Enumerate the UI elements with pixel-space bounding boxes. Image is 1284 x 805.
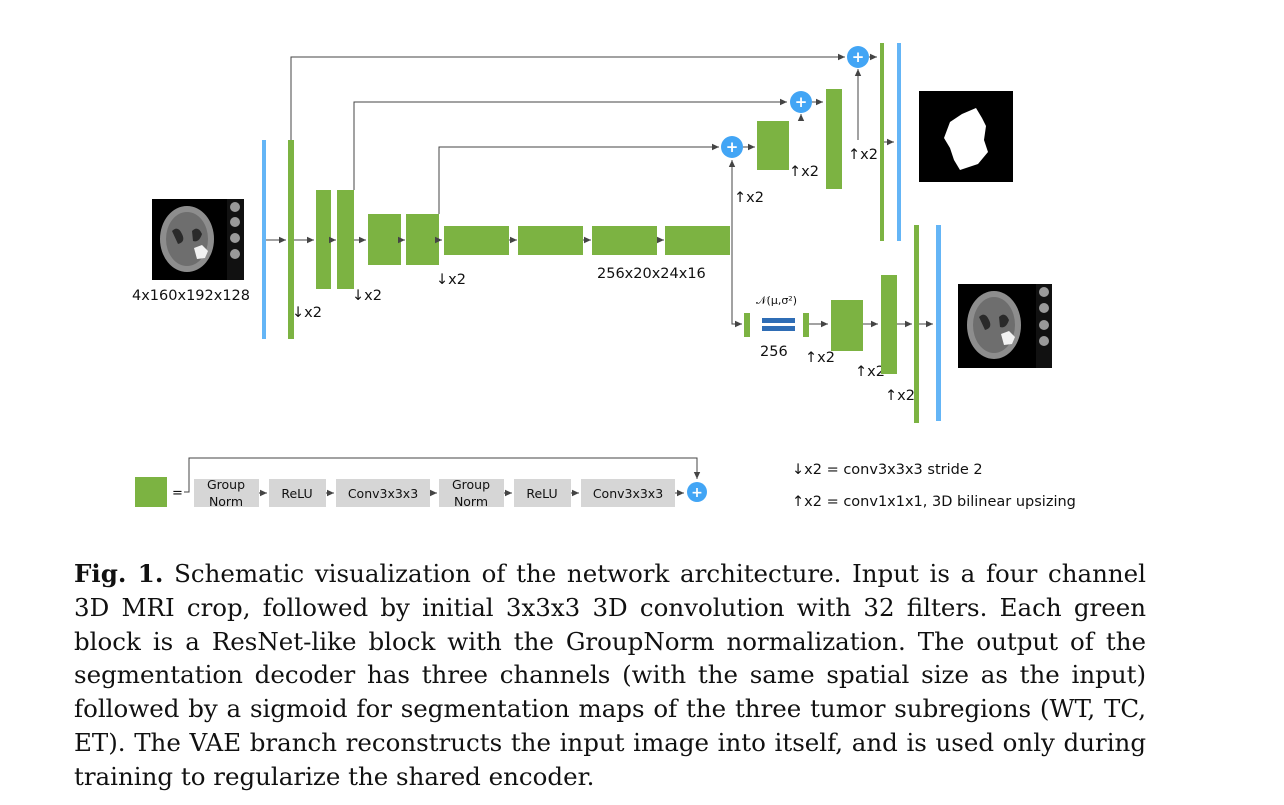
vae-block-5 bbox=[914, 225, 919, 423]
vae-block-1 bbox=[744, 313, 750, 337]
detail-relu-1-label: ReLU bbox=[281, 486, 312, 501]
vae-distribution-label: 𝒩(μ,σ²) bbox=[756, 294, 797, 307]
figure-caption: Fig. 1. Schematic visualization of the n… bbox=[74, 557, 1146, 794]
bottleneck-size-label: 256x20x24x16 bbox=[597, 266, 706, 282]
vae-block-4 bbox=[881, 275, 897, 374]
residual-connection bbox=[184, 457, 701, 493]
up-label-vae-3: ↑x2 bbox=[885, 388, 915, 404]
detail-groupnorm-2-label-2: Norm bbox=[454, 494, 488, 509]
architecture-diagram: 4x160x192x128 ↓x2 ↓x2 ↓x2 256x20x24x16 ↑… bbox=[132, 43, 1076, 510]
detail-relu-1-box bbox=[269, 479, 326, 507]
down-label-3: ↓x2 bbox=[436, 272, 466, 288]
detail-groupnorm-1-label: Group bbox=[207, 477, 245, 492]
add-circle-3: + bbox=[847, 46, 869, 68]
vae-output-bar bbox=[936, 225, 941, 421]
vae-dim-label: 256 bbox=[760, 344, 788, 360]
add-circle-1: + bbox=[721, 136, 743, 158]
vae-block-2 bbox=[803, 313, 809, 337]
detail-groupnorm-2-box bbox=[439, 479, 504, 507]
detail-relu-2-label: ReLU bbox=[526, 486, 557, 501]
vae-block-3 bbox=[831, 300, 863, 351]
equals-sign: = bbox=[172, 486, 183, 501]
vae-branch-connection bbox=[731, 240, 742, 328]
up-label-3: ↑x2 bbox=[848, 147, 878, 163]
add-circle-2: + bbox=[790, 91, 812, 113]
skip-connection-1 bbox=[290, 53, 845, 140]
svg-text:+: + bbox=[795, 93, 808, 111]
encoder-block-4d bbox=[665, 226, 730, 255]
svg-text:+: + bbox=[726, 138, 739, 156]
detail-conv-1-box bbox=[336, 479, 430, 507]
detail-groupnorm-1-box bbox=[194, 479, 259, 507]
encoder-block-3a bbox=[368, 214, 401, 265]
detail-relu-2-box bbox=[514, 479, 571, 507]
input-mri-image bbox=[152, 199, 244, 280]
input-conv-bar bbox=[262, 140, 266, 339]
green-block-legend bbox=[135, 477, 167, 507]
encoder-block-4a bbox=[444, 226, 509, 255]
detail-conv-2-box bbox=[581, 479, 675, 507]
encoder-block-4c bbox=[592, 226, 657, 255]
decoder-block-3 bbox=[880, 43, 884, 241]
figure-label: Fig. 1. bbox=[74, 559, 164, 588]
up-label-2: ↑x2 bbox=[789, 164, 819, 180]
detail-groupnorm-1-label-2: Norm bbox=[209, 494, 243, 509]
detail-conv-1-label: Conv3x3x3 bbox=[348, 486, 418, 501]
encoder-block-3b bbox=[406, 214, 439, 265]
svg-text:+: + bbox=[852, 48, 865, 66]
encoder-block-4b bbox=[518, 226, 583, 255]
decoder-block-1 bbox=[757, 121, 789, 170]
detail-groupnorm-2-label: Group bbox=[452, 477, 490, 492]
svg-text:+: + bbox=[691, 485, 703, 501]
input-size-label: 4x160x192x128 bbox=[132, 288, 250, 304]
add-circle-legend: + bbox=[687, 482, 707, 502]
vae-reconstruction-image bbox=[958, 284, 1052, 368]
encoder-block-1 bbox=[288, 140, 294, 339]
segmentation-output-image bbox=[919, 91, 1013, 182]
skip-connection-3 bbox=[438, 143, 719, 214]
up-label-1: ↑x2 bbox=[734, 190, 764, 206]
encoder-block-2b bbox=[337, 190, 354, 289]
vae-latent-bar-bottom bbox=[762, 326, 795, 331]
down-label-1: ↓x2 bbox=[292, 305, 322, 321]
legend-up: ↑x2 = conv1x1x1, 3D bilinear upsizing bbox=[792, 494, 1076, 510]
up-label-vae-1: ↑x2 bbox=[805, 350, 835, 366]
up-label-vae-2: ↑x2 bbox=[855, 364, 885, 380]
skip-connection-2 bbox=[353, 98, 787, 190]
down-label-2: ↓x2 bbox=[352, 288, 382, 304]
output-conv-bar bbox=[897, 43, 901, 241]
detail-conv-2-label: Conv3x3x3 bbox=[593, 486, 663, 501]
encoder-block-2a bbox=[316, 190, 331, 289]
legend-down: ↓x2 = conv3x3x3 stride 2 bbox=[792, 462, 983, 478]
decoder-block-2 bbox=[826, 89, 842, 189]
vae-latent-bar-top bbox=[762, 318, 795, 323]
figure-caption-text: Schematic visualization of the network a… bbox=[74, 559, 1147, 791]
